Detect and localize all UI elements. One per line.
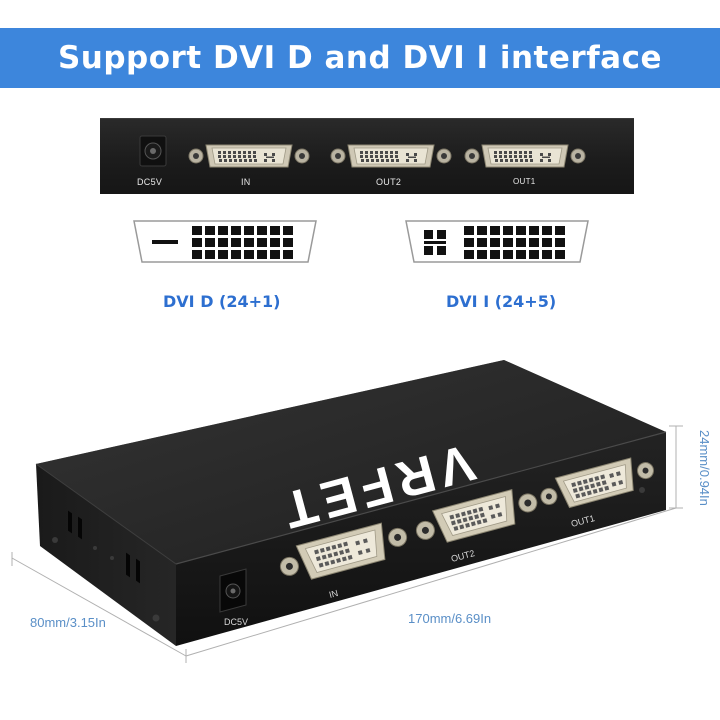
device-power-jack-icon	[219, 568, 247, 613]
dvi-i-pinout-icon	[404, 218, 590, 266]
rear-panel-ports	[139, 135, 586, 168]
dvi-port-out2-icon	[330, 144, 452, 168]
rear-panel-photo: DC5V IN OUT2 OUT1	[100, 118, 634, 194]
device-photo: VRFET	[0, 340, 720, 720]
device-left-face	[36, 464, 176, 646]
dimension-length: 170mm/6.69In	[408, 611, 492, 626]
device-dvi-port-in-icon	[279, 522, 408, 580]
dvi-d-label: DVI D (24+1)	[163, 292, 281, 311]
dimension-height: 24mm/0.94In	[697, 430, 712, 506]
dvi-i-label: DVI I (24+5)	[446, 292, 557, 311]
device-port-label-in: IN	[328, 588, 339, 600]
power-jack-icon	[139, 135, 167, 167]
dvi-port-out1-icon	[464, 144, 586, 168]
screw-icon	[639, 487, 645, 493]
device-front-face	[176, 432, 666, 646]
device-dvi-port-out1-icon	[540, 457, 654, 509]
dvi-d-pinout-icon	[132, 218, 318, 266]
device-power-label: DC5V	[224, 617, 248, 627]
side-vents	[52, 510, 160, 622]
rear-port-label-out2: OUT2	[376, 177, 402, 187]
rear-port-label-in: IN	[241, 177, 251, 187]
page-title: Support DVI D and DVI I interface	[57, 40, 663, 76]
dimension-depth: 80mm/3.15In	[30, 615, 106, 630]
rear-power-label: DC5V	[137, 177, 163, 187]
title-banner: Support DVI D and DVI I interface	[0, 28, 720, 88]
rear-port-label-out1: OUT1	[513, 177, 536, 186]
dvi-port-in-icon	[188, 144, 310, 168]
dimension-lines	[11, 425, 683, 663]
device-dvi-port-out2-icon	[415, 489, 538, 543]
